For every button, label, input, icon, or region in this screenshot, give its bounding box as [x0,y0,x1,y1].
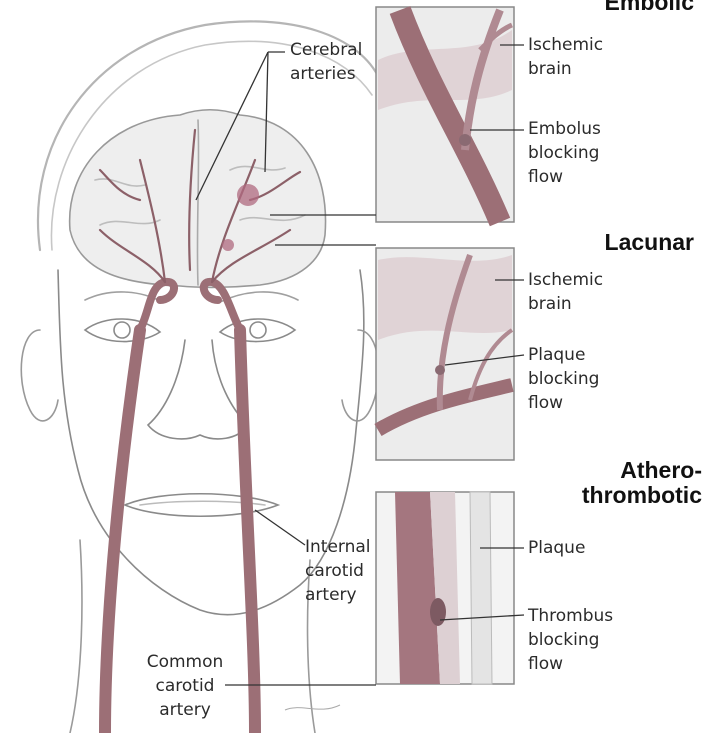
label-internal-line3: artery [305,583,371,607]
label-thrombus-line2: blocking [528,628,613,652]
heading-lacunar: Lacunar [605,230,694,255]
lacunar-panel [376,248,514,460]
label-ischemic-brain-lacunar: Ischemic brain [528,268,603,316]
heading-athero-line2: thrombotic [582,483,702,508]
label-plaque-block-line1: Plaque [528,343,599,367]
label-ischemic-brain-embolic: Ischemic brain [528,33,603,81]
atherothrombotic-panel [376,492,514,684]
head-illustration [21,21,380,733]
label-common-line3: artery [140,698,230,722]
label-ischemic2-line2: brain [528,292,603,316]
label-internal-line2: carotid [305,559,371,583]
label-cerebral-line2: arteries [290,62,362,86]
label-cerebral-arteries: Cerebral arteries [290,38,362,86]
label-embolus-line2: blocking [528,141,601,165]
label-thrombus-line1: Thrombus [528,604,613,628]
heading-athero-line1: Athero- [582,458,702,483]
label-cerebral-line1: Cerebral [290,38,362,62]
label-plaque-block-line3: flow [528,391,599,415]
embolic-panel [376,7,514,222]
label-internal-carotid: Internal carotid artery [305,535,371,607]
label-ischemic2-line1: Ischemic [528,268,603,292]
label-common-line2: carotid [140,674,230,698]
label-plaque: Plaque [528,536,585,560]
label-ischemic1-line2: brain [528,57,603,81]
artist-signature [285,705,340,710]
label-common-carotid: Common carotid artery [140,650,230,722]
label-ischemic1-line1: Ischemic [528,33,603,57]
label-thrombus-blocking-flow: Thrombus blocking flow [528,604,613,676]
label-embolus-line1: Embolus [528,117,601,141]
label-internal-line1: Internal [305,535,371,559]
label-embolus-line3: flow [528,165,601,189]
label-thrombus-line3: flow [528,652,613,676]
label-plaque-blocking-flow: Plaque blocking flow [528,343,599,415]
heading-embolic: Embolic [605,0,694,15]
label-embolus-blocking-flow: Embolus blocking flow [528,117,601,189]
label-common-line1: Common [140,650,230,674]
heading-atherothrombotic: Athero- thrombotic [582,458,702,508]
label-plaque-block-line2: blocking [528,367,599,391]
